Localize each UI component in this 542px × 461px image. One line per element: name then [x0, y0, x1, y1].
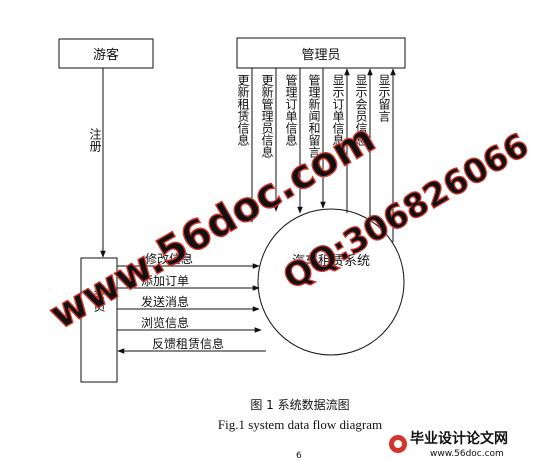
visitor-entity-box	[58, 38, 154, 69]
add-order-flow-label: 添加订单	[141, 274, 189, 288]
visitor-entity-label: 游客	[93, 47, 119, 63]
manage-news-flow-label: 管理新闻和留言	[307, 73, 321, 159]
show-message-flow-label: 显示留言	[377, 74, 391, 123]
member-entity-label: 会员	[92, 287, 106, 313]
car-rental-system-process	[257, 208, 405, 356]
admin-entity-box	[236, 37, 406, 69]
manage-order-flow-label: 管理订单信息	[284, 73, 298, 146]
feedback-rent-flow-label: 反馈租赁信息	[152, 336, 224, 351]
process-title: 汽车租赁系统	[292, 253, 370, 269]
admin-entity-label: 管理员	[301, 48, 340, 63]
member-entity-box	[80, 257, 118, 383]
show-order-flow-label: 显示订单信息	[331, 74, 345, 146]
page-number: 6	[296, 451, 302, 461]
footer-site-url: www.56doc.com	[430, 449, 504, 459]
register-flow-label: 注册	[88, 127, 102, 153]
modify-info-flow-label: 修改信息	[145, 251, 193, 266]
footer-logo-icon-inner	[394, 440, 402, 448]
footer-logo: 毕业设计论文网 www.56doc.com	[389, 430, 508, 459]
footer-site-name: 毕业设计论文网	[410, 430, 508, 447]
caption-english: Fig.1 system data flow diagram	[218, 417, 382, 432]
show-member-flow-label: 显示会员信息	[354, 74, 368, 146]
send-message-flow-label: 发送消息	[141, 294, 189, 309]
update-rent-flow-label: 更新租赁信息	[236, 74, 250, 146]
update-admin-flow-label: 更新管理员信息	[260, 74, 274, 158]
caption-chinese: 图 1 系统数据流图	[250, 397, 349, 412]
browse-info-flow-label: 浏览信息	[141, 315, 189, 330]
